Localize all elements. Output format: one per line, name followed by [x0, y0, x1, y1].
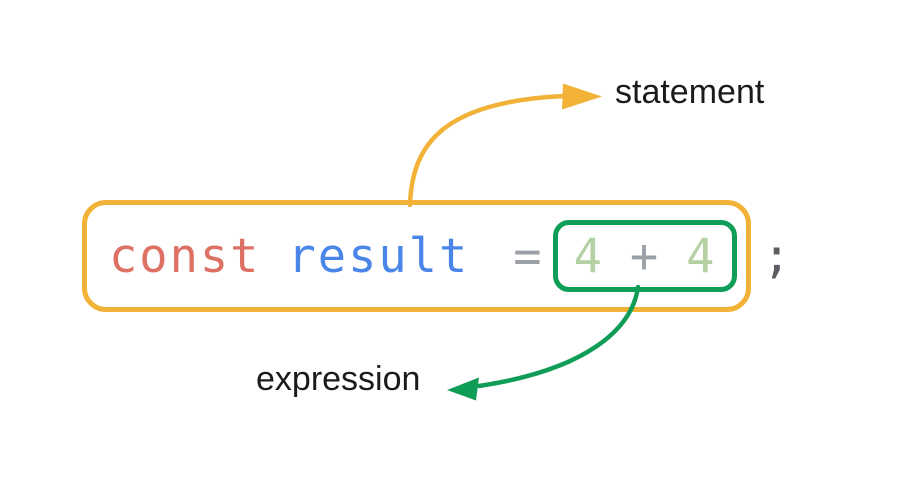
statement-label: statement — [615, 73, 765, 111]
expression-box: 4 + 4 — [552, 220, 738, 292]
statement-arrowhead-icon — [562, 83, 602, 110]
left-operand: 4 — [573, 228, 604, 284]
plus-operator: + — [629, 228, 661, 284]
code-statement-row: const result = 4 + 4 ; — [82, 200, 793, 312]
semicolon: ; — [762, 228, 793, 284]
keyword-const: const — [109, 228, 261, 284]
statement-arrow-curve — [407, 93, 569, 208]
expression-arrowhead-icon — [447, 377, 479, 401]
statement-box: const result = 4 + 4 — [82, 200, 752, 312]
assignment-operator: = — [513, 228, 544, 284]
expression-label: expression — [256, 360, 421, 398]
variable-result: result — [287, 228, 470, 284]
right-operand: 4 — [686, 228, 717, 284]
